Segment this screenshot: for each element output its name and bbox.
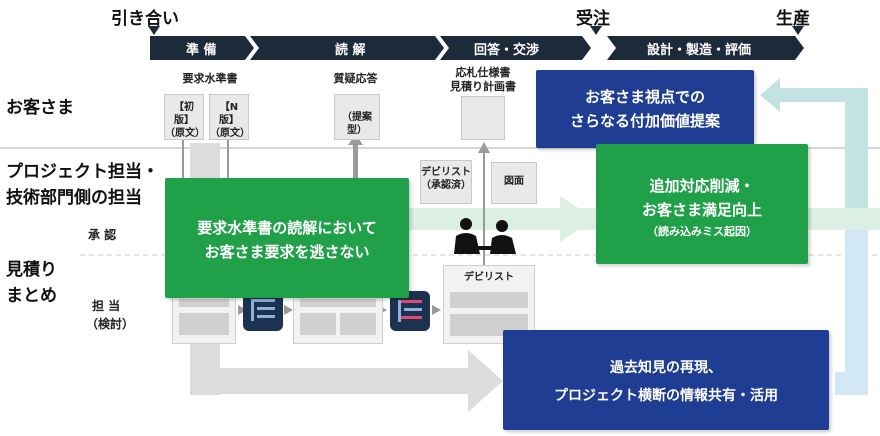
gray-horizontal-bar xyxy=(190,368,470,394)
reduction-callout-line2: お客さま満足向上 xyxy=(641,201,762,219)
milestone-order-marker xyxy=(590,26,602,35)
reduction-callout: 追加対応削減・ お客さま満足向上 （読み込みミス起因） xyxy=(596,144,808,264)
response-doc xyxy=(461,96,505,140)
sheet-2 xyxy=(293,290,383,344)
phase-read: 読 解 xyxy=(335,43,366,58)
sheet-arrow-4 xyxy=(432,305,441,315)
arrow-response-head xyxy=(478,142,490,153)
read-callout-line1: 要求水準書の読解において xyxy=(197,219,377,237)
n-edition-doc: 【N版】 （原文） xyxy=(209,94,250,140)
role-staff-line1: 担 当 xyxy=(92,299,121,313)
sheet-1 xyxy=(172,290,236,344)
proposal-callout: お客さま視点での さらなる付加価値提案 xyxy=(536,70,754,148)
return-arrow-upper xyxy=(760,78,868,215)
approval-arrow-head xyxy=(560,196,595,242)
milestone-inquiry-marker xyxy=(148,26,160,35)
milestone-production-marker xyxy=(792,26,804,35)
drawing-text: 図面 xyxy=(504,176,524,187)
sheet-arrow-1 xyxy=(238,305,247,315)
phase-answer: 回答・交渉 xyxy=(474,43,540,58)
phase-shape-read xyxy=(250,36,444,60)
deviation-approved-text: デビリスト （承認済） xyxy=(421,167,471,191)
milestone-order: 受注 xyxy=(576,9,610,29)
deviation-list-text: デビリスト xyxy=(464,272,514,283)
knowledge-callout: 過去知見の再現、 プロジェクト横断の情報共有・活用 xyxy=(503,330,829,430)
role-customer: お客さま xyxy=(6,98,74,118)
proposal-callout-line2: さらなる付加価値提案 xyxy=(569,112,720,130)
knowledge-callout-line1: 過去知見の再現、 xyxy=(610,360,722,376)
proposal-callout-line1: お客さま視点での xyxy=(584,88,705,106)
read-callout-line2: お客さま要求を逃さない xyxy=(204,243,370,261)
milestone-inquiry: 引き合い xyxy=(111,9,179,29)
reduction-callout-sub: （読み込みミス起因） xyxy=(647,225,757,238)
meeting-people-icon xyxy=(454,218,516,254)
role-approval: 承 認 xyxy=(88,228,117,242)
phase-shape-design xyxy=(607,36,804,60)
read-callout: 要求水準書の読解において お客さま要求を逃さない xyxy=(165,178,409,298)
first-edition-doc: 【初版】 （原文） xyxy=(164,94,205,140)
requirements-label: 要求水準書 xyxy=(182,72,238,85)
qa-doc: （提案型） xyxy=(334,94,380,140)
role-estimate-line2: まとめ xyxy=(6,286,57,306)
role-estimate-line1: 見積り xyxy=(6,260,57,280)
first-edition-text: 【初版】 （原文） xyxy=(165,102,205,139)
qa-label: 質疑応答 xyxy=(333,72,378,85)
phase-shape-answer xyxy=(440,36,591,60)
role-project-line2: 技術部門側の担当 xyxy=(6,188,142,208)
knowledge-callout-line2: プロジェクト横断の情報共有・活用 xyxy=(554,388,778,404)
sheet-arrow-2 xyxy=(284,305,293,315)
drawing-doc: 図面 xyxy=(491,162,537,204)
phase-prep: 準 備 xyxy=(186,43,217,58)
return-arrow-lower xyxy=(835,215,868,395)
phase-design: 設計・製造・評価 xyxy=(647,43,752,58)
milestone-production: 生産 xyxy=(776,9,810,29)
deviation-approved-doc: デビリスト （承認済） xyxy=(420,160,472,204)
n-edition-text: 【N版】 （原文） xyxy=(210,102,250,139)
role-project-line1: プロジェクト担当・ xyxy=(6,162,159,182)
proposal-type-text: （提案型） xyxy=(342,112,372,136)
arrow-qa-up xyxy=(353,142,358,180)
reduction-callout-line1: 追加対応削減・ xyxy=(649,177,755,195)
gray-arrow-head xyxy=(468,350,503,412)
response-label: 応札仕様書 見積り計画書 xyxy=(450,66,516,93)
phase-shape-prep xyxy=(150,36,254,60)
phase-bar xyxy=(150,36,804,60)
role-staff-line2: （検討） xyxy=(86,317,135,331)
